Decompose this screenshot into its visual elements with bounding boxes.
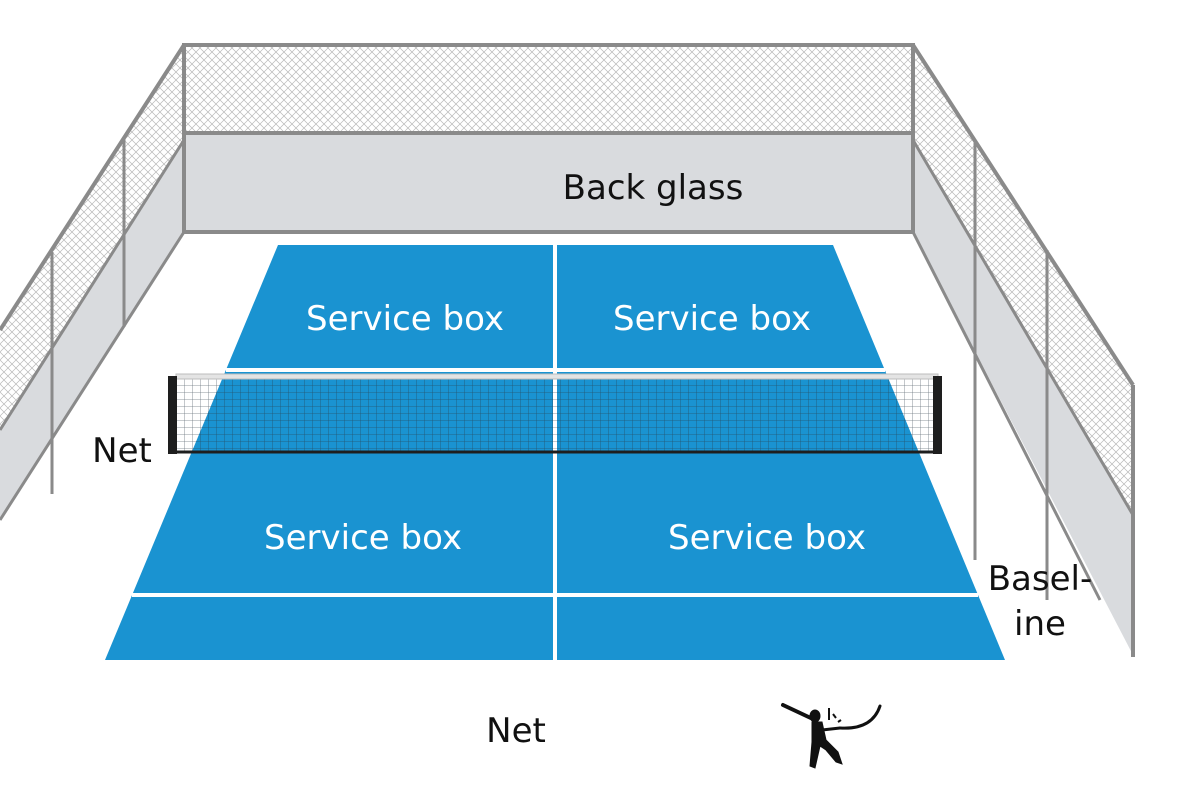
service-box-label-bottom-right: Service box bbox=[668, 518, 866, 558]
left-side-wall bbox=[0, 43, 186, 521]
right-side-wall bbox=[911, 43, 1135, 657]
baseline-label-line2: ine bbox=[1014, 604, 1066, 644]
right-glass bbox=[913, 140, 1133, 655]
net-side-label: Net bbox=[92, 431, 152, 471]
back-glass bbox=[184, 133, 913, 232]
net-top-band bbox=[175, 373, 939, 380]
left-glass bbox=[0, 140, 184, 520]
net-post-right bbox=[933, 376, 942, 454]
net-bottom-label: Net bbox=[486, 711, 546, 751]
back-wall bbox=[182, 43, 915, 234]
net bbox=[168, 373, 942, 454]
net-mesh bbox=[176, 378, 938, 452]
service-box-label-top-left: Service box bbox=[306, 299, 504, 339]
net-post-left bbox=[168, 376, 177, 454]
back-fence-mesh bbox=[184, 45, 913, 133]
service-box-label-bottom-left: Service box bbox=[264, 518, 462, 558]
padel-player-silhouette-icon bbox=[781, 703, 882, 769]
service-box-label-top-right: Service box bbox=[613, 299, 811, 339]
left-fence-mesh bbox=[0, 45, 184, 430]
back-glass-label: Back glass bbox=[563, 168, 744, 208]
right-fence-mesh bbox=[913, 45, 1133, 515]
baseline-label-line1: Basel- bbox=[988, 559, 1093, 599]
